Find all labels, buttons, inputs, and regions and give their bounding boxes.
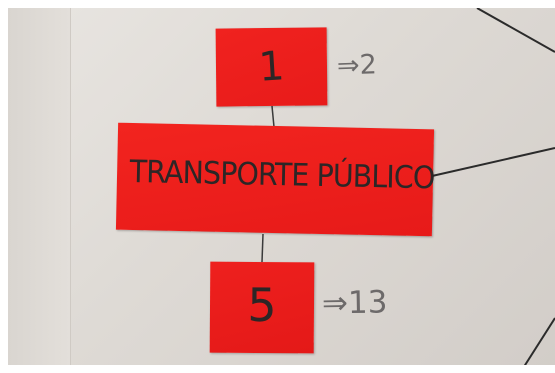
pencil-note-top: ⇒2	[336, 49, 378, 82]
paper-fold-shadow	[8, 8, 71, 365]
card-top-text: 1	[257, 43, 286, 91]
frame-left	[0, 0, 8, 373]
line-to-center-right	[431, 147, 555, 177]
pencil-note-bottom: ⇒13	[321, 284, 388, 322]
line-bottom-right	[519, 317, 555, 373]
line-center-to-bottom-card	[261, 233, 264, 263]
frame-top	[0, 0, 555, 8]
card-top: 1	[215, 27, 328, 107]
line-top-right	[476, 7, 555, 53]
card-bottom-text: 5	[247, 277, 277, 333]
line-top-card-to-center	[271, 105, 275, 128]
card-bottom: 5	[209, 261, 315, 354]
card-center-text: TRANSPORTE PÚBLICO	[129, 153, 435, 197]
frame-bottom	[0, 365, 555, 373]
card-center: TRANSPORTE PÚBLICO	[115, 122, 435, 237]
